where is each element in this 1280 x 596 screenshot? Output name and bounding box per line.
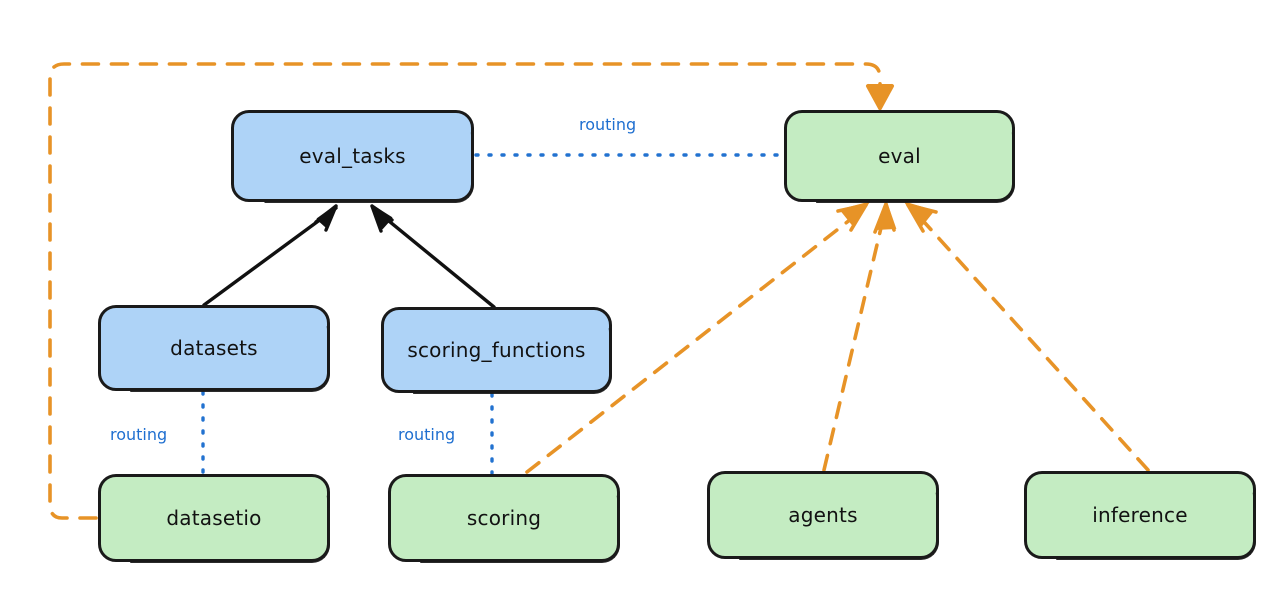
edge-label-routing-datasets-datasetio: routing — [110, 425, 168, 444]
node-label-agents: agents — [788, 503, 858, 527]
edge-label-routing-eval-tasks-eval: routing — [579, 115, 637, 134]
edge-inference-to-eval — [903, 201, 1150, 472]
node-datasetio[interactable]: datasetio — [98, 474, 330, 562]
node-label-inference: inference — [1092, 503, 1188, 527]
node-scoring-functions[interactable]: scoring_functions — [381, 307, 612, 393]
node-label-datasets: datasets — [170, 336, 258, 360]
edge-datasets-to-eval_tasks — [202, 204, 338, 307]
edge-scoring_functions-to-eval_tasks — [370, 204, 496, 309]
node-label-scoring-functions: scoring_functions — [407, 338, 586, 362]
node-inference[interactable]: inference — [1024, 471, 1256, 559]
node-label-eval: eval — [878, 144, 921, 168]
node-agents[interactable]: agents — [707, 471, 939, 559]
node-label-eval-tasks: eval_tasks — [299, 144, 406, 168]
node-eval[interactable]: eval — [784, 110, 1015, 202]
node-label-datasetio: datasetio — [166, 506, 262, 530]
edge-label-routing-scoring-functions-scoring: routing — [398, 425, 456, 444]
node-eval-tasks[interactable]: eval_tasks — [231, 110, 474, 202]
node-scoring[interactable]: scoring — [388, 474, 620, 562]
edge-agents-to-eval — [822, 199, 897, 472]
node-label-scoring: scoring — [466, 506, 542, 530]
node-datasets[interactable]: datasets — [98, 305, 330, 391]
